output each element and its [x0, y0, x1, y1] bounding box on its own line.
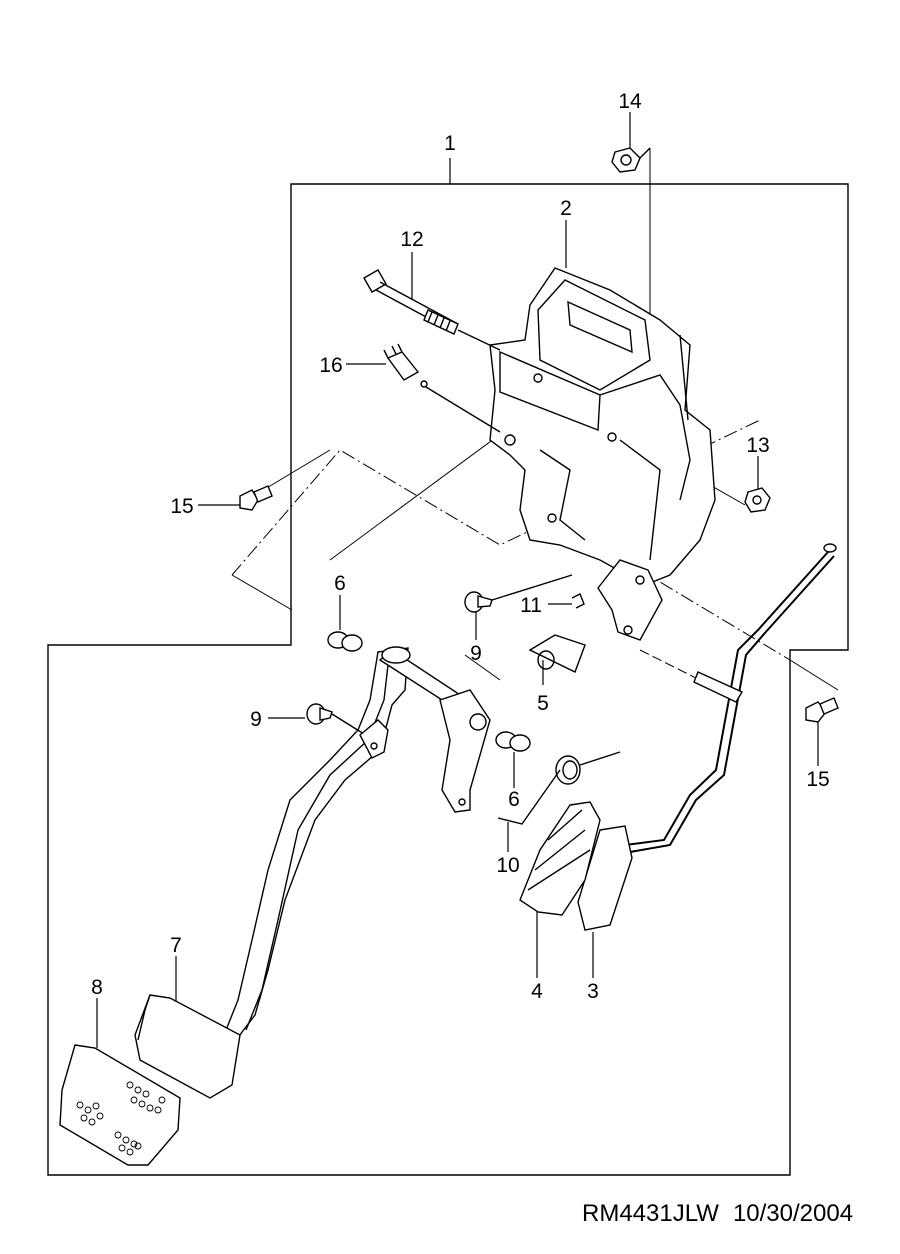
- callout-6-upper: 6: [334, 572, 346, 595]
- callout-13: 13: [746, 434, 769, 457]
- spring-10: [497, 751, 621, 825]
- callout-16: 16: [319, 354, 342, 377]
- brake-pedal-arm: [134, 647, 409, 1099]
- callout-15-left: 15: [170, 495, 193, 518]
- pin-9-upper: [464, 574, 573, 613]
- spring-5: [528, 634, 586, 673]
- callout-9-lower: 9: [250, 708, 262, 731]
- callout-10: 10: [496, 854, 519, 877]
- clip-11: [571, 559, 663, 641]
- drawing-footer: RM4431JLW 10/30/2004: [582, 1200, 853, 1228]
- bushing-6-upper: [327, 631, 363, 652]
- assembly-boundary: [47, 183, 849, 1176]
- callout-11: 11: [520, 594, 542, 617]
- callout-15-right: 15: [806, 768, 829, 791]
- drawing-number: RM4431JLW: [582, 1200, 719, 1227]
- bolt-12: [363, 269, 501, 351]
- accelerator-pad-4: [519, 801, 601, 916]
- bolt-15-left: [239, 485, 273, 511]
- pedal-bracket: [489, 267, 716, 586]
- switch-16: [383, 343, 501, 433]
- callout-5: 5: [537, 692, 549, 715]
- callout-14: 14: [618, 90, 642, 113]
- callout-9-upper: 9: [470, 642, 482, 665]
- pivot-shaft: [378, 646, 491, 813]
- callout-2: 2: [560, 197, 572, 220]
- accelerator-pedal: [577, 543, 837, 931]
- callout-6-lower: 6: [508, 788, 520, 811]
- bolt-15-right: [805, 697, 839, 723]
- callout-12: 12: [400, 228, 423, 251]
- callout-labels: 1 2 3 4 5 6 6 7 8 9 9 10 11 12 13 14 15 …: [91, 90, 830, 1003]
- bushing-6-lower: [495, 731, 531, 752]
- leader-lines: [96, 112, 819, 1048]
- callout-7: 7: [170, 934, 182, 957]
- callout-4: 4: [531, 980, 543, 1003]
- callout-1: 1: [444, 132, 456, 155]
- drawing-date: 10/30/2004: [732, 1200, 854, 1227]
- nut-14: [611, 147, 651, 173]
- nut-13: [744, 487, 771, 513]
- callout-8: 8: [91, 976, 103, 999]
- brake-pad-8: [59, 1044, 181, 1166]
- callout-3: 3: [587, 980, 599, 1003]
- pin-9-lower: [306, 703, 389, 759]
